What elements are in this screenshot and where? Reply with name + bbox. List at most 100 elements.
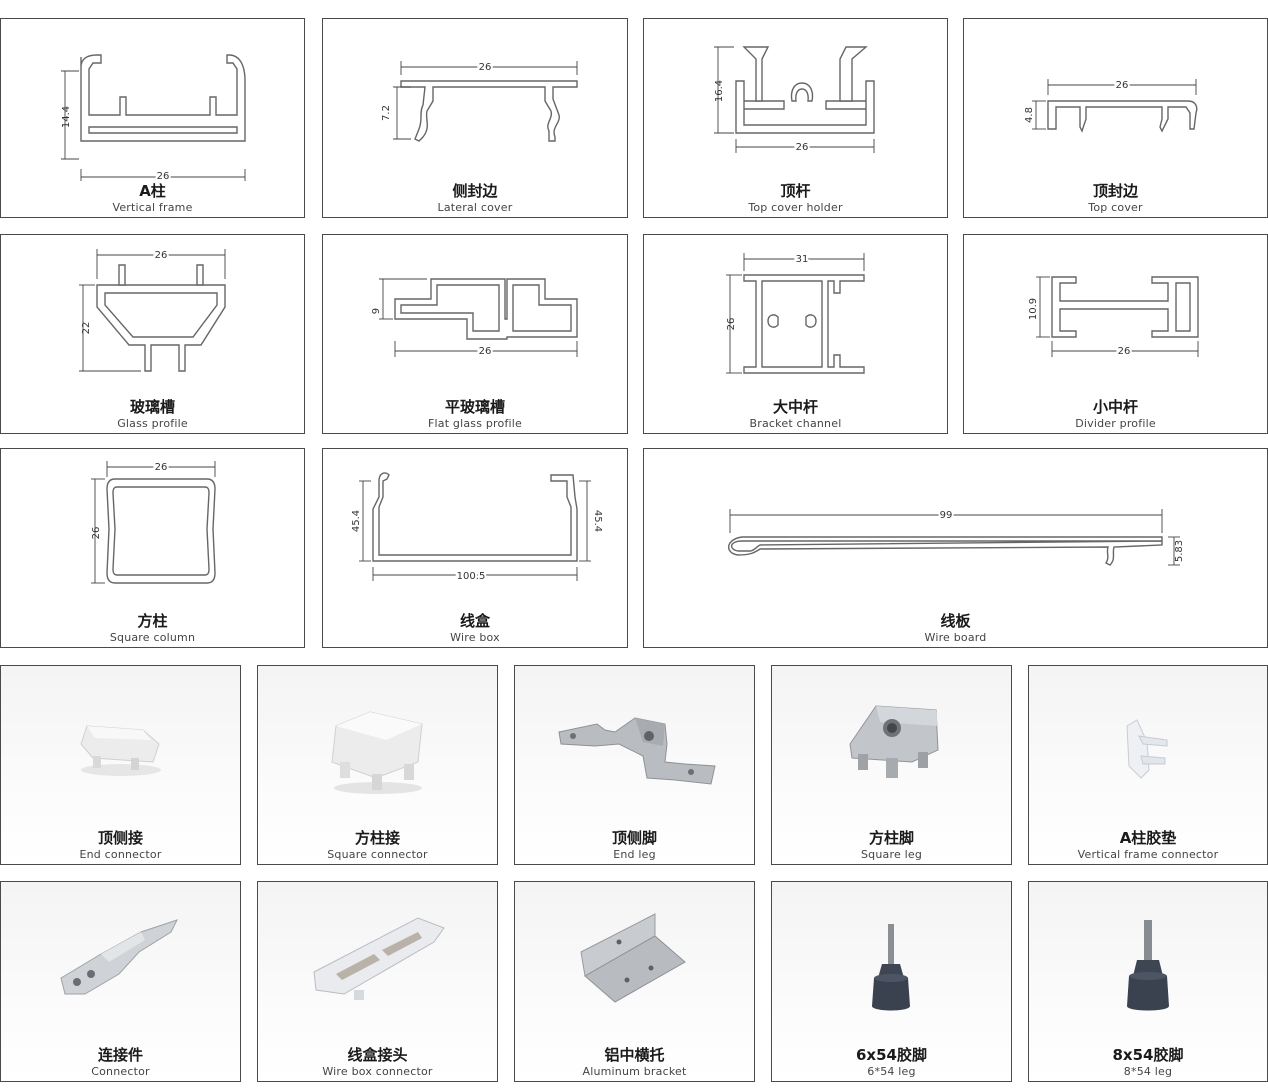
dim-label: 4.8	[1024, 107, 1035, 123]
8x54-leg-image	[1127, 920, 1169, 1011]
part-card-wire-box-connector: 线盒接头 Wire box connector	[257, 881, 498, 1082]
profile-card-lateral-cover: 26 7.2 侧封边 Lateral cover	[322, 18, 628, 218]
part-name-cn: 顶侧脚	[611, 829, 657, 847]
profile-name-cn: 方柱	[137, 612, 168, 630]
part-name-en: Square connector	[327, 848, 428, 861]
dim-label: 26	[726, 318, 737, 331]
wire-board-drawing: 99 5.83	[728, 508, 1185, 566]
profile-card-top-cover: 26 4.8 顶封边 Top cover	[963, 18, 1268, 218]
wire-box-drawing: 45.4 45.4 100.5	[351, 472, 603, 584]
vertical-frame-connector-image	[1126, 719, 1168, 779]
divider-profile-drawing: 10.9 26	[1028, 276, 1199, 359]
dim-label: 26	[479, 62, 492, 73]
top-cover-drawing: 26 4.8	[1024, 78, 1198, 133]
part-card-end-connector: 顶侧接 End connector	[0, 665, 241, 865]
connector-image	[60, 919, 178, 995]
profile-card-bracket-channel: 31 26 大中杆 Bracket channel	[643, 234, 948, 434]
profile-card-glass-profile: 26 22 玻璃槽 Glass profile	[0, 234, 305, 434]
part-card-square-connector: 方柱接 Square connector	[257, 665, 498, 865]
part-name-en: End connector	[79, 848, 162, 861]
top-cover-holder-drawing: 16.4 26	[714, 46, 875, 155]
part-name-en: Connector	[91, 1065, 150, 1078]
profile-card-flat-glass-profile: 9 26 平玻璃槽 Flat glass profile	[322, 234, 628, 434]
profile-name-cn: 平玻璃槽	[444, 398, 505, 416]
end-leg-image	[558, 717, 716, 785]
profile-name-cn: 玻璃槽	[129, 398, 175, 416]
part-name-cn: 铝中横托	[604, 1046, 665, 1064]
part-name-cn: 6x54胶脚	[856, 1046, 927, 1064]
square-column-drawing: 26 26	[91, 460, 216, 584]
profile-card-divider-profile: 10.9 26 小中杆 Divider profile	[963, 234, 1268, 434]
profile-name-cn: A柱	[139, 182, 166, 200]
part-name-en: 8*54 leg	[1123, 1065, 1173, 1078]
dim-label: 9	[371, 308, 382, 314]
dim-label: 26	[155, 250, 168, 261]
profile-name-en: Top cover holder	[748, 201, 843, 214]
dim-label: 26	[91, 527, 102, 540]
end-connector-image	[80, 725, 161, 776]
part-name-en: Square leg	[860, 848, 923, 861]
part-name-en: Wire box connector	[322, 1065, 433, 1078]
profile-card-top-cover-holder: 16.4 26 顶杆 Top cover holder	[643, 18, 948, 218]
profile-name-en: Wire box	[450, 631, 500, 644]
part-card-aluminum-bracket: 铝中横托 Aluminum bracket	[514, 881, 755, 1082]
dim-label: 99	[940, 510, 953, 521]
part-name-en: 6*54 leg	[867, 1065, 916, 1078]
dim-label: 26	[1118, 346, 1131, 357]
profile-name-en: Bracket channel	[749, 417, 842, 430]
profile-name-cn: 顶封边	[1092, 182, 1138, 200]
profile-name-en: Glass profile	[117, 417, 188, 430]
profile-card-square-column: 26 26 方柱 Square column	[0, 448, 305, 648]
profile-card-wire-board: 99 5.83 线板 Wire board	[643, 448, 1268, 648]
part-name-cn: 方柱脚	[868, 829, 914, 847]
bracket-channel-drawing: 31 26	[726, 252, 865, 374]
profile-name-en: Flat glass profile	[427, 417, 523, 430]
part-name-en: Vertical frame connector	[1077, 848, 1219, 861]
dim-label: 45.4	[592, 510, 603, 532]
profile-name-en: Wire board	[924, 631, 987, 644]
6x54-leg-image	[872, 924, 910, 1011]
part-name-cn: 连接件	[97, 1046, 143, 1064]
part-name-cn: 8x54胶脚	[1112, 1046, 1184, 1064]
dim-label: 5.83	[1174, 540, 1185, 562]
profile-name-en: Square column	[109, 631, 196, 644]
part-card-connector: 连接件 Connector	[0, 881, 241, 1082]
profile-card-vertical-frame: 14.4 26 A柱 Vertical frame	[0, 18, 305, 218]
dim-label: 26	[157, 171, 170, 182]
wire-box-connector-image	[313, 917, 445, 1000]
profile-card-wire-box: 45.4 45.4 100.5 线盒 Wire box	[322, 448, 628, 648]
part-name-en: Aluminum bracket	[582, 1065, 687, 1078]
dim-label: 7.2	[381, 105, 392, 121]
profile-name-en: Divider profile	[1075, 417, 1156, 430]
part-card-6x54-leg: 6x54胶脚 6*54 leg	[771, 881, 1012, 1082]
part-card-square-leg: 方柱脚 Square leg	[771, 665, 1012, 865]
profile-name-en: Vertical frame	[112, 201, 193, 214]
profile-name-en: Lateral cover	[437, 201, 513, 214]
dim-label: 100.5	[457, 571, 486, 582]
part-name-cn: 方柱接	[354, 829, 400, 847]
dim-label: 31	[796, 254, 809, 265]
dim-label: 26	[796, 142, 809, 153]
dim-label: 16.4	[714, 80, 725, 102]
profile-name-cn: 顶杆	[780, 182, 811, 200]
dim-label: 26	[1116, 80, 1129, 91]
part-name-cn: 顶侧接	[97, 829, 143, 847]
dim-label: 26	[479, 346, 492, 357]
vertical-frame-drawing: 14.4 26	[61, 54, 246, 184]
profile-name-cn: 小中杆	[1092, 398, 1138, 416]
part-name-en: End leg	[613, 848, 656, 861]
dim-label: 14.4	[61, 106, 72, 128]
part-name-cn: A柱胶垫	[1119, 829, 1177, 847]
part-card-end-leg: 顶侧脚 End leg	[514, 665, 755, 865]
flat-glass-profile-drawing: 9 26	[371, 278, 578, 359]
profile-name-cn: 线盒	[459, 612, 490, 630]
profile-name-cn: 线板	[940, 612, 971, 630]
square-leg-image	[849, 705, 939, 778]
dim-label: 26	[155, 462, 168, 473]
dim-label: 45.4	[351, 510, 362, 532]
dim-label: 22	[81, 322, 92, 335]
profile-name-en: Top cover	[1088, 201, 1143, 214]
glass-profile-drawing: 26 22	[79, 248, 226, 372]
aluminum-bracket-image	[580, 913, 686, 1003]
part-card-8x54-leg: 8x54胶脚 8*54 leg	[1028, 881, 1268, 1082]
